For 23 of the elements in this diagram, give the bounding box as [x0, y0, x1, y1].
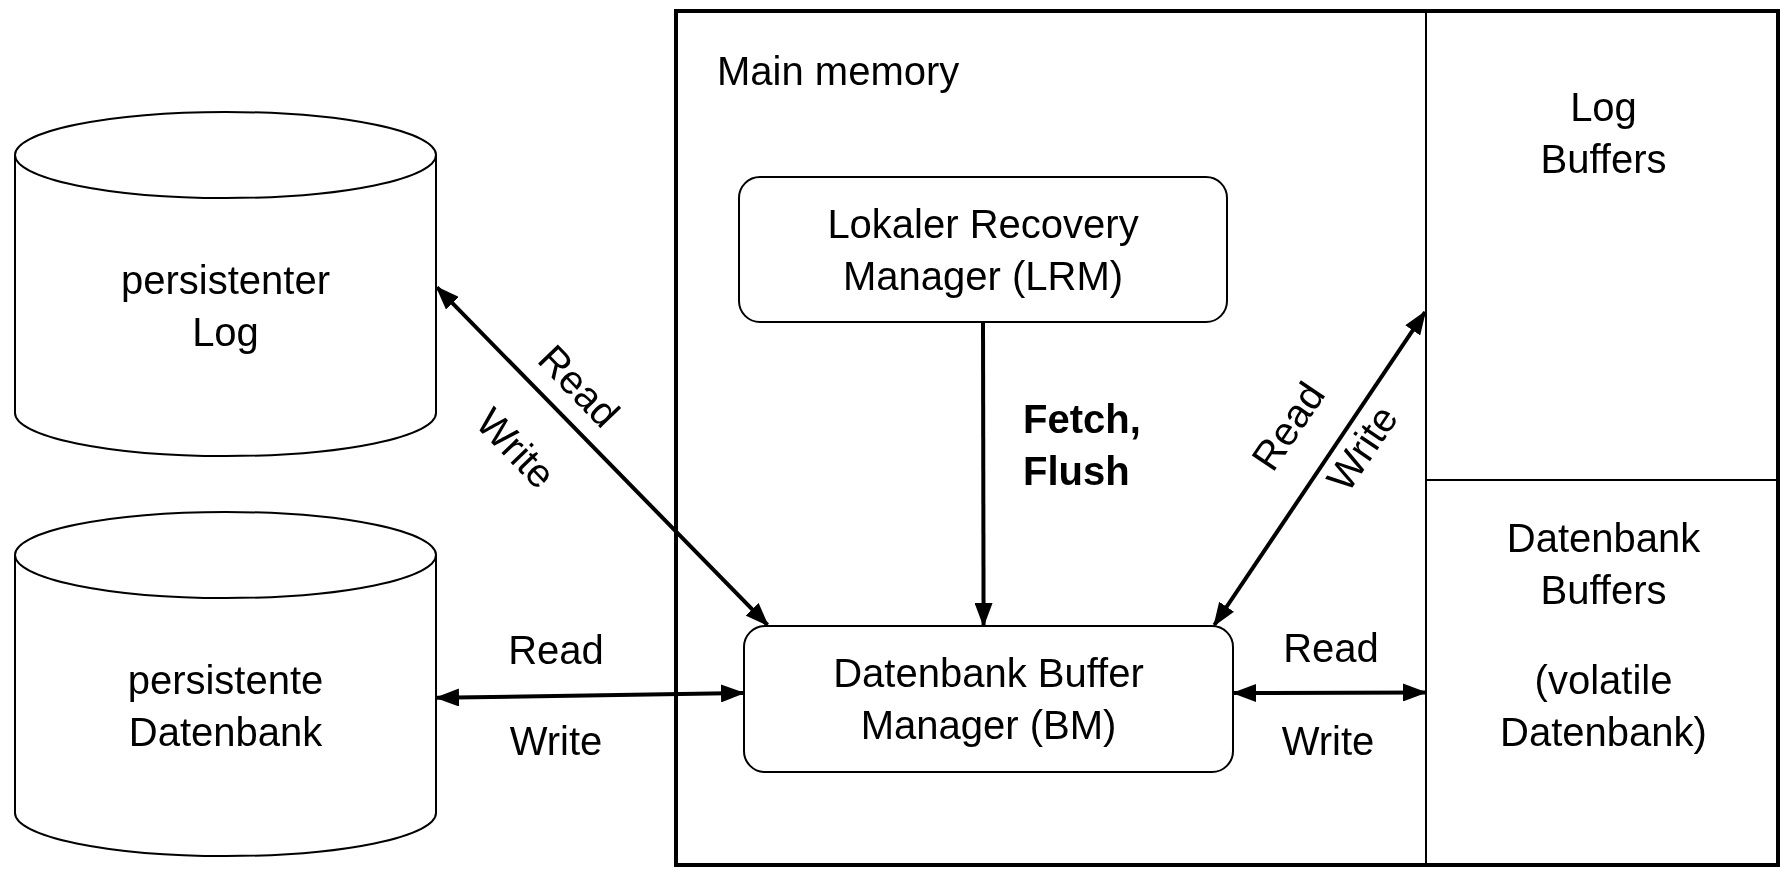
node-label: (volatile Datenbank): [1499, 657, 1708, 756]
double-arrow: [1232, 683, 1427, 702]
double-arrow: [435, 286, 769, 627]
memory-frame: [674, 9, 1780, 867]
node-label: Datenbank Buffer Manager (BM): [832, 650, 1145, 749]
edge-label: Fetch, Flush: [1023, 396, 1142, 495]
node-label: persistente Datenbank: [126, 657, 325, 756]
cylinder: [14, 111, 437, 457]
operation-label: Write: [1281, 718, 1375, 765]
double-arrow: [1212, 310, 1427, 627]
cylinder: [14, 511, 437, 857]
process-box: [743, 625, 1234, 773]
edge-label: Read: [508, 627, 604, 674]
operation-label: Write: [509, 718, 603, 765]
arrow: [974, 323, 993, 627]
node-label: persistenter Log: [120, 257, 331, 356]
edge-label: Read: [1283, 625, 1379, 672]
node-label: Lokaler Recovery Manager (LRM): [826, 200, 1140, 300]
node-label: Datenbank Buffers: [1505, 515, 1702, 614]
double-arrow: [435, 684, 745, 707]
frame-title: Main memory: [717, 48, 960, 95]
process-box: [738, 176, 1228, 323]
node-label: Log Buffers: [1539, 84, 1668, 183]
